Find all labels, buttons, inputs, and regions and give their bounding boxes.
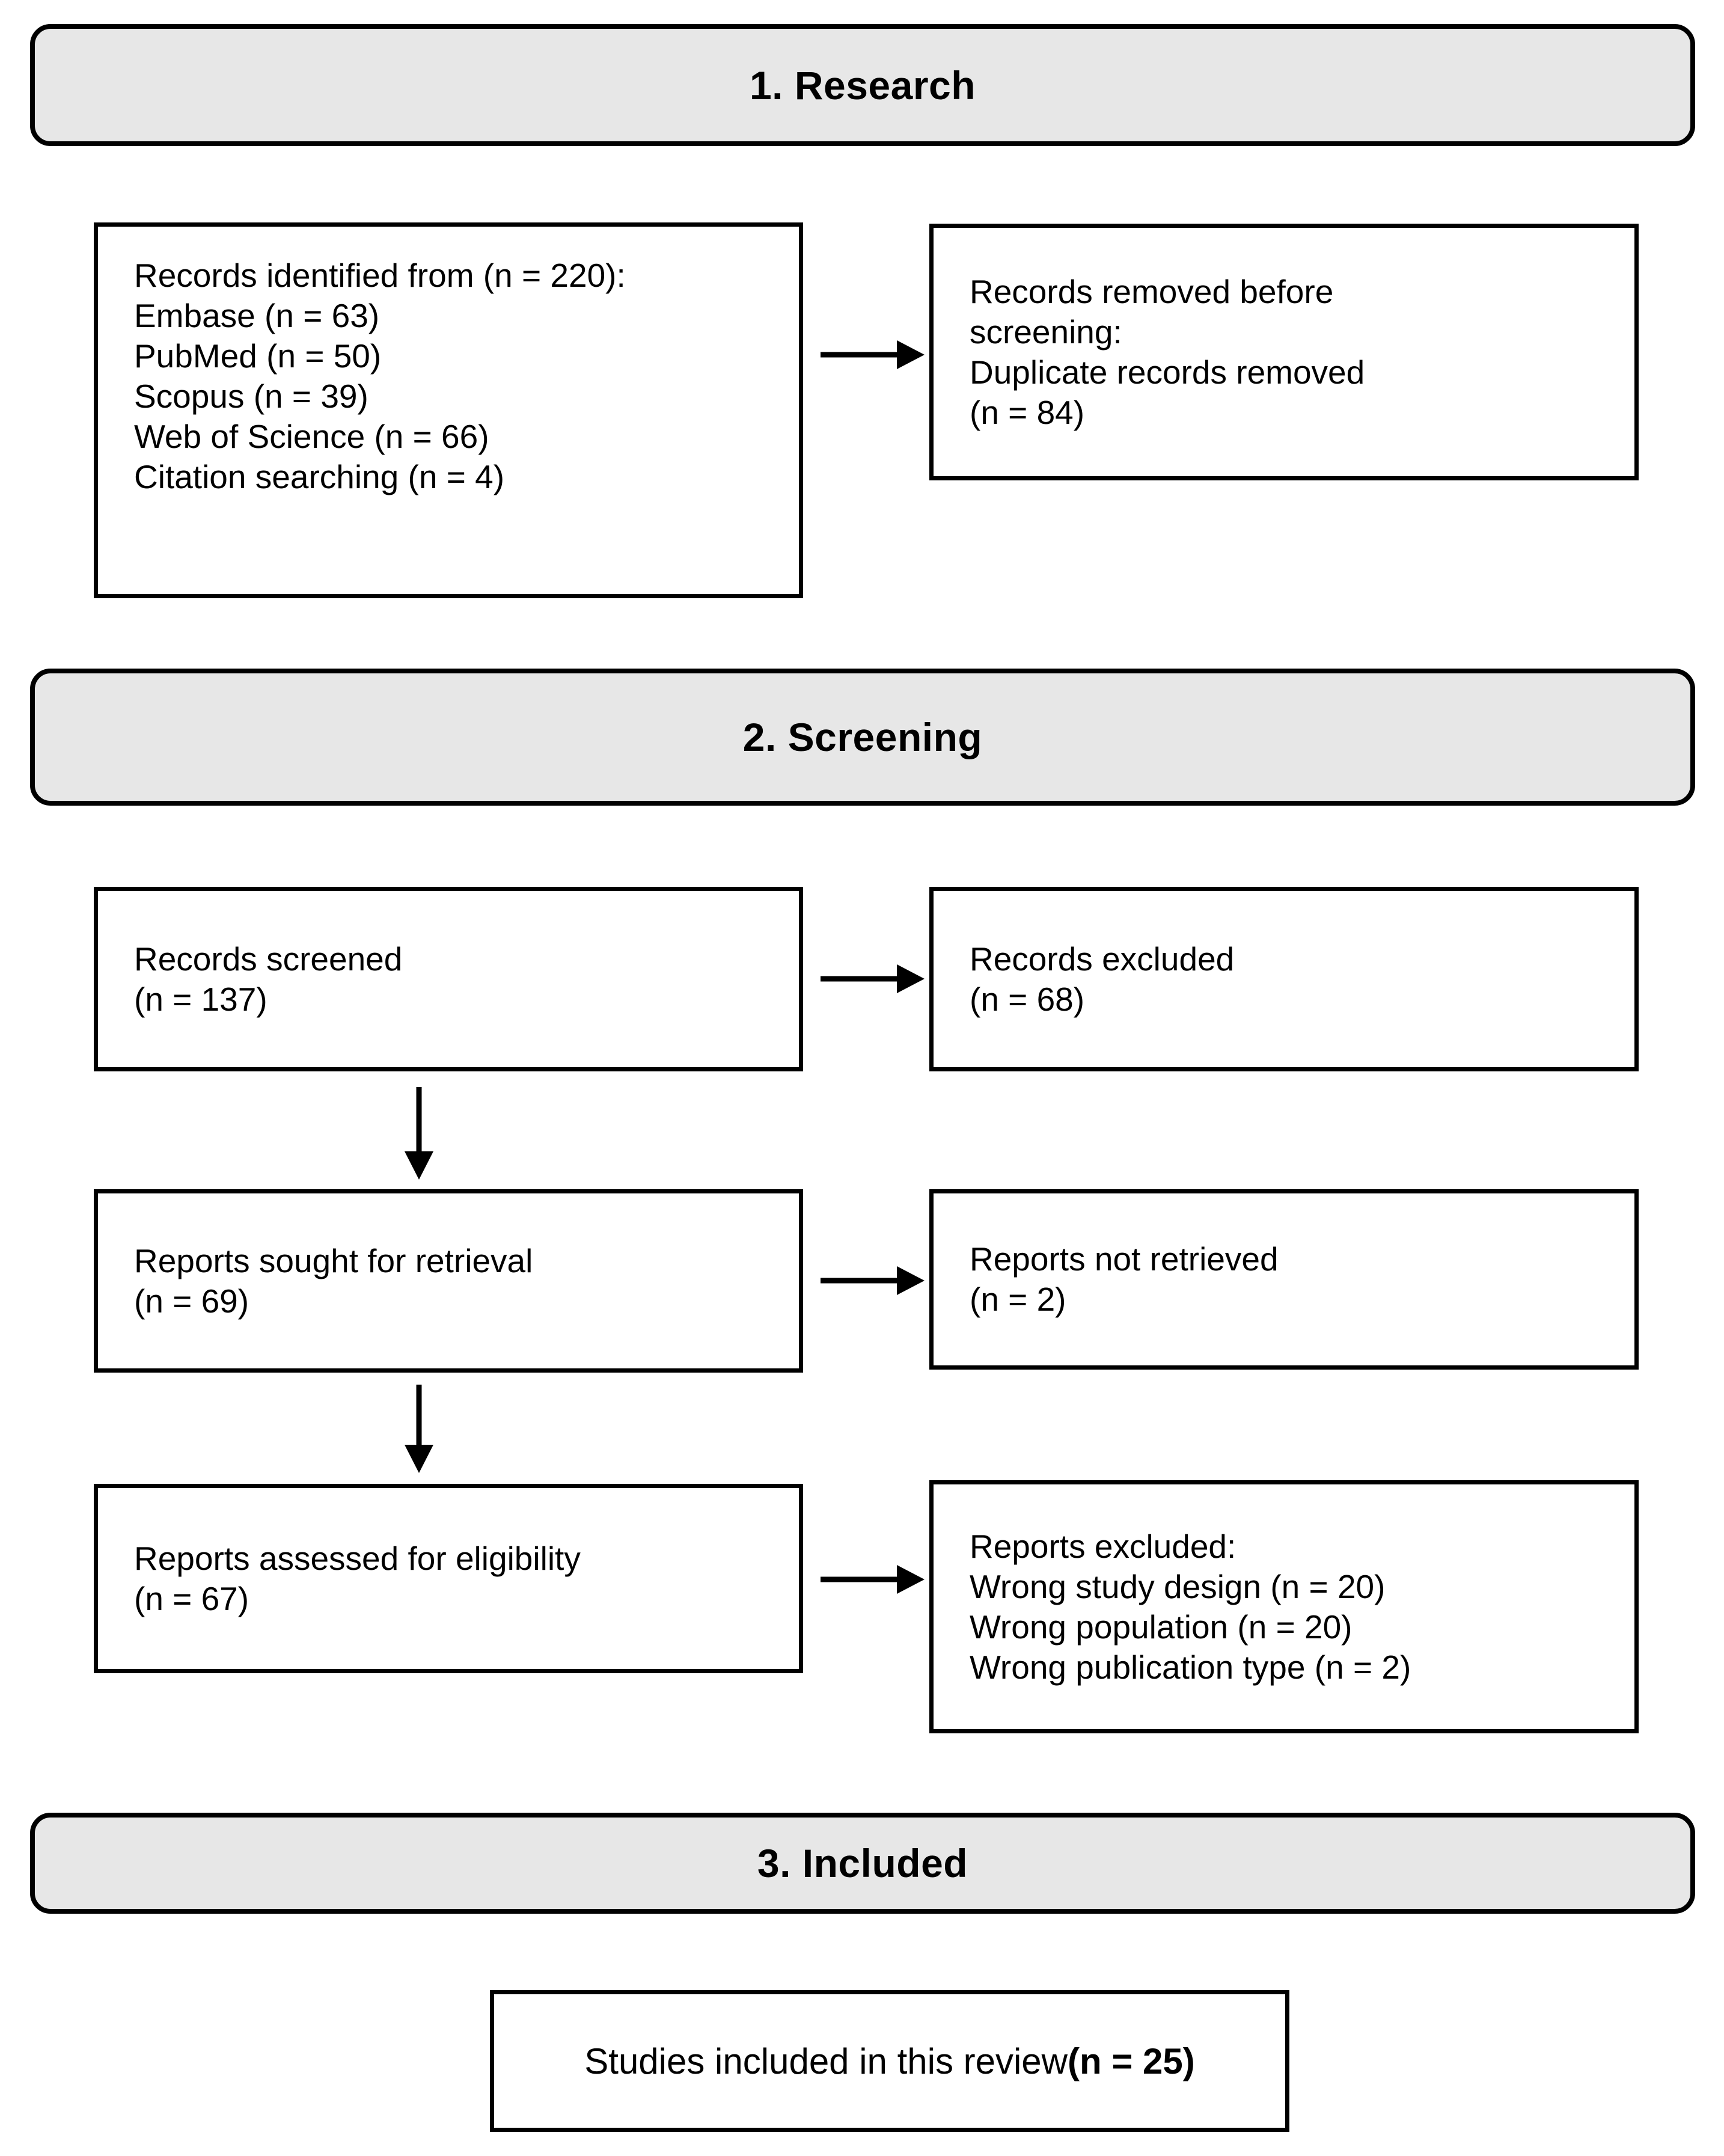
box-text-line: (n = 67) bbox=[134, 1579, 249, 1617]
arrow-sought-to-not-retrieved bbox=[821, 1266, 925, 1295]
box-text-line: screening: bbox=[970, 313, 1122, 351]
box-text-line: (n = 137) bbox=[134, 980, 267, 1018]
box-records-screened: Records screened(n = 137) bbox=[94, 887, 803, 1071]
box-text-line: Records screened bbox=[134, 940, 403, 978]
box-text-line: Records excluded bbox=[970, 940, 1235, 978]
arrow-screened-to-excluded bbox=[821, 964, 925, 993]
phase-banner-screening-label: 2. Screening bbox=[742, 715, 983, 759]
box-text-line: Reports not retrieved bbox=[970, 1240, 1279, 1278]
arrow-identified-to-removed bbox=[821, 340, 925, 369]
box-text-line: Duplicate records removed bbox=[970, 353, 1365, 391]
phase-banner-research: 1. Research bbox=[30, 24, 1695, 146]
box-text-line: Reports assessed for eligibility bbox=[134, 1539, 581, 1577]
studies-included-text: Studies included in this review bbox=[584, 2041, 1068, 2081]
box-text-line: Wrong population (n = 20) bbox=[970, 1608, 1353, 1646]
box-text-line: Web of Science (n = 66) bbox=[134, 418, 489, 455]
phase-banner-included-label: 3. Included bbox=[757, 1841, 968, 1885]
box-text-line: Scopus (n = 39) bbox=[134, 378, 368, 415]
studies-included-count: (n = 25) bbox=[1068, 2041, 1195, 2081]
box-reports-not-retrieved: Reports not retrieved(n = 2) bbox=[929, 1189, 1639, 1370]
box-text-line: Records identified from (n = 220): bbox=[134, 257, 626, 294]
box-text-line: (n = 69) bbox=[134, 1282, 249, 1320]
arrow-assessed-to-excluded bbox=[821, 1565, 925, 1594]
box-text-line: PubMed (n = 50) bbox=[134, 337, 382, 375]
box-text-line: (n = 84) bbox=[970, 393, 1085, 431]
box-text-line: Records removed before bbox=[970, 272, 1334, 310]
box-text-line: Reports sought for retrieval bbox=[134, 1242, 533, 1279]
arrow-sought-to-assessed bbox=[405, 1385, 433, 1473]
box-reports-assessed: Reports assessed for eligibility(n = 67) bbox=[94, 1484, 803, 1673]
box-text-line: Embase (n = 63) bbox=[134, 297, 380, 334]
box-text-line: Wrong publication type (n = 2) bbox=[970, 1648, 1411, 1686]
box-records-identified: Records identified from (n = 220):Embase… bbox=[94, 222, 803, 598]
phase-banner-included: 3. Included bbox=[30, 1813, 1695, 1914]
box-text-line: (n = 68) bbox=[970, 980, 1085, 1018]
box-records-excluded: Records excluded(n = 68) bbox=[929, 887, 1639, 1071]
arrow-screened-to-sought bbox=[405, 1087, 433, 1180]
box-text-line: Citation searching (n = 4) bbox=[134, 458, 505, 495]
box-text-line: Reports excluded: bbox=[970, 1527, 1236, 1565]
box-reports-excluded: Reports excluded:Wrong study design (n =… bbox=[929, 1480, 1639, 1733]
box-text-line: Wrong study design (n = 20) bbox=[970, 1567, 1386, 1605]
phase-banner-research-label: 1. Research bbox=[749, 63, 976, 108]
box-text-line: (n = 2) bbox=[970, 1281, 1066, 1318]
phase-banner-screening: 2. Screening bbox=[30, 669, 1695, 806]
box-studies-included: Studies included in this review (n = 25) bbox=[490, 1990, 1289, 2132]
box-reports-sought: Reports sought for retrieval(n = 69) bbox=[94, 1189, 803, 1373]
